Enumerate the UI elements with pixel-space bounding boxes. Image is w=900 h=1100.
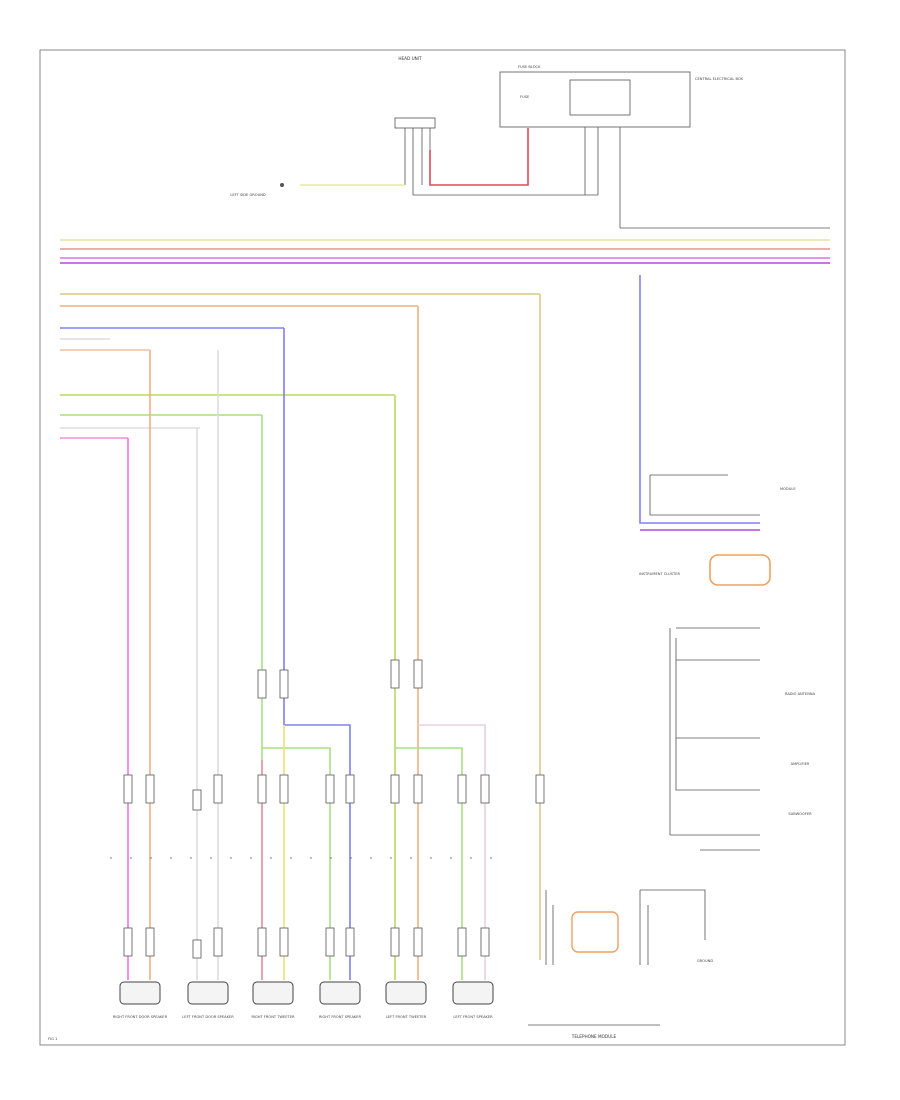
telephone-connector [571,911,619,953]
module-label-1: MODULE [780,487,796,491]
speaker-label: RIGHT FRONT SPEAKER [319,1015,362,1019]
module-label-4: AMPLIFIER [791,762,810,766]
speaker-label: RIGHT FRONT DOOR SPEAKER [113,1015,168,1019]
fuse-label: FUSE [520,95,530,99]
speaker-label: RIGHT FRONT TWEETER [251,1015,295,1019]
speaker-label: LEFT FRONT SPEAKER [453,1015,493,1019]
speaker-left-front-door: LEFT FRONT DOOR SPEAKER [182,981,234,1019]
red-feed-wire [429,128,529,186]
bottom-ground-label: GROUND [697,959,713,963]
right-modules: MODULE INSTRUMENT CLUSTER RADIO ANTENNA … [639,275,816,851]
speaker-right-front: RIGHT FRONT SPEAKER [319,981,362,1019]
left-ground-label: LEFT SIDE GROUND [230,193,266,197]
module-label-5: SUBWOOFER [788,812,812,816]
speakers: RIGHT FRONT DOOR SPEAKER LEFT FRONT DOOR… [113,981,494,1019]
speaker-left-front: LEFT FRONT SPEAKER [452,981,494,1019]
head-unit-label: HEAD UNIT [398,56,422,61]
head-unit: HEAD UNIT [394,56,436,190]
speaker-label: LEFT FRONT DOOR SPEAKER [182,1015,234,1019]
telephone-module-label: TELEPHONE MODULE [571,1034,617,1039]
ground-point [280,183,284,187]
speaker-label: LEFT FRONT TWEETER [386,1015,427,1019]
corner-tag: FIG 1 [48,1037,57,1041]
fuse-detail-label: CENTRAL ELECTRICAL BOX [695,77,744,81]
fuse-block: FUSE BLOCK FUSE CENTRAL ELECTRICAL BOX [499,65,744,228]
module-label-2: INSTRUMENT CLUSTER [639,572,680,576]
module-label-3: RADIO ANTENNA [785,692,816,696]
fuse-block-label: FUSE BLOCK [518,65,541,69]
speaker-left-front-tweeter: LEFT FRONT TWEETER [385,981,427,1019]
orange-connector [709,554,771,586]
vertical-wires [127,294,541,980]
bus-wires [60,227,830,439]
speaker-right-front-door: RIGHT FRONT DOOR SPEAKER [113,981,168,1019]
wire-connectors [123,659,545,959]
diagram-frame [39,49,846,1046]
telephone-module: TELEPHONE MODULE GROUND [528,889,713,1039]
speaker-right-front-tweeter: RIGHT FRONT TWEETER [251,981,295,1019]
